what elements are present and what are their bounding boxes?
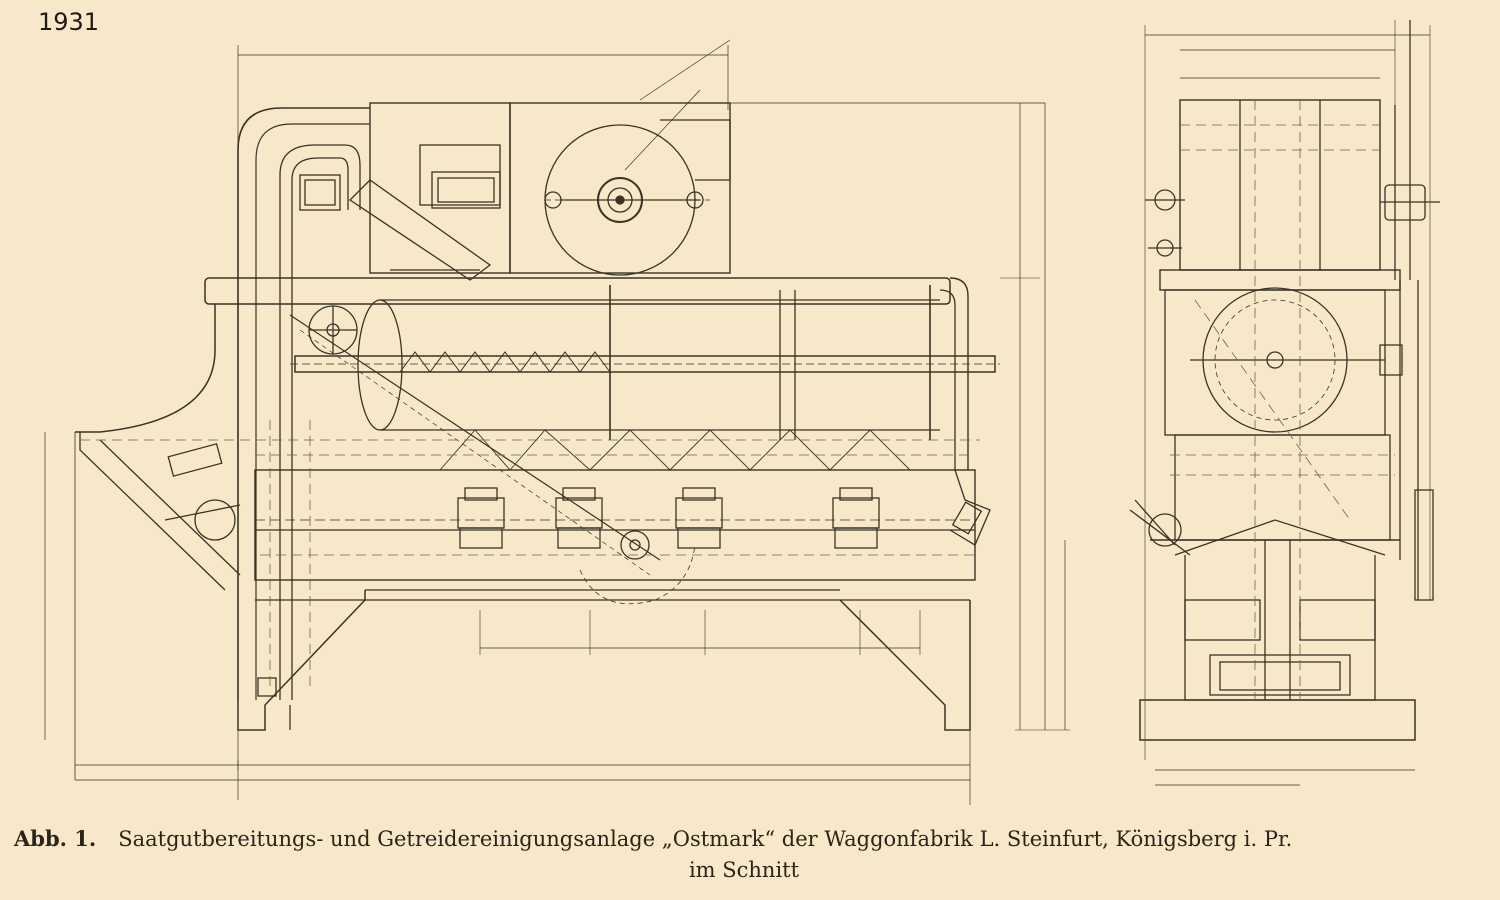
section-view: [44, 39, 1070, 805]
outlet-valve-2: [555, 487, 603, 549]
outlet-valve-3: [675, 487, 723, 549]
year-label: 1931: [38, 8, 100, 36]
outlet-valve-1: [457, 487, 505, 549]
side-view: [1129, 20, 1440, 786]
caption-text-1: Saatgutbereitungs- und Getreidereinigung…: [118, 827, 1293, 851]
caption-line-1: Abb. 1. Saatgutbereitungs- und Getreidere…: [14, 823, 1484, 855]
technical-drawing: [44, 20, 1440, 805]
outlet-valve-4: [832, 487, 880, 549]
caption-label: Abb. 1.: [14, 826, 97, 851]
caption-line-2: im Schnitt: [688, 858, 800, 882]
figure-caption: Abb. 1. Saatgutbereitungs- und Getreidere…: [14, 823, 1484, 886]
